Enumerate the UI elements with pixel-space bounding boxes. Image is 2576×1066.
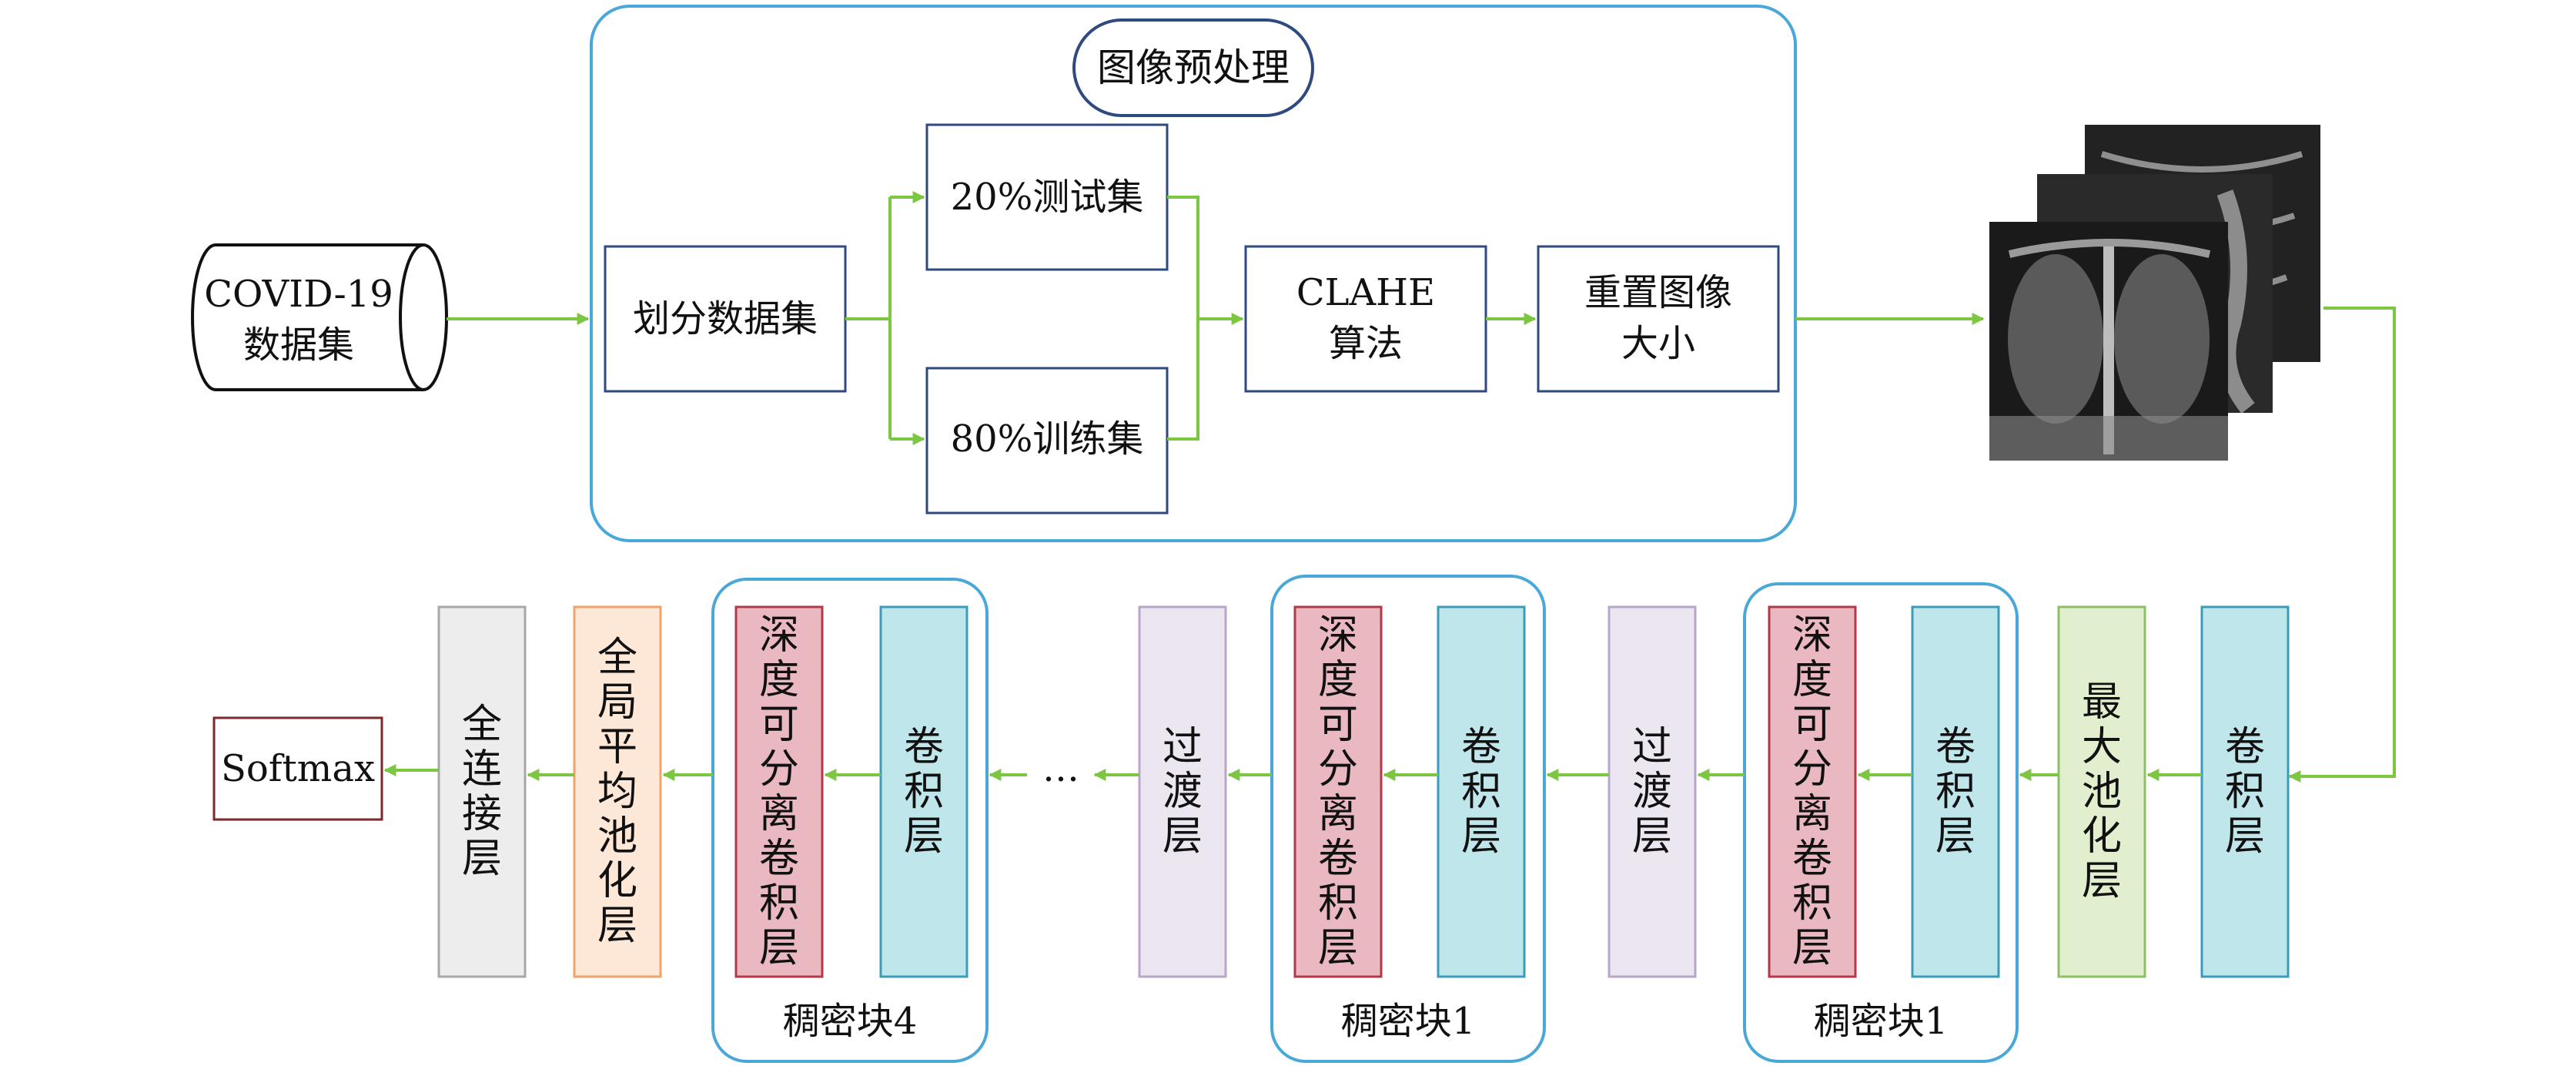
resize-label-line1: 重置图像 (1584, 271, 1732, 314)
transition-a-label: 过渡层 (1632, 724, 1672, 860)
block-c-dwconv-label: 深度可分离卷积层 (759, 612, 799, 971)
block-b-conv-bar (1437, 605, 1526, 978)
block-c-dwconv-bar (734, 605, 824, 978)
bottom-connectors (383, 764, 2202, 781)
block-c-conv-bar (879, 605, 969, 978)
block-a-conv-bar (1911, 605, 2000, 978)
clahe-label-line1: CLAHE (1296, 271, 1435, 314)
conv-first-bar (2200, 605, 2290, 978)
xray-image-stack (1989, 125, 2320, 461)
maxpool-label: 最大池化层 (2082, 679, 2122, 904)
dataset-label-line1: COVID-19 (204, 273, 393, 316)
connector-test-to-merge (1167, 196, 1199, 441)
train-set-label: 80%训练集 (951, 417, 1144, 461)
dense-block-c-container (711, 578, 989, 1063)
gap-label: 全局平均池化层 (597, 635, 637, 949)
softmax-box (212, 716, 383, 821)
softmax-label: Softmax (221, 747, 375, 790)
dataset-cylinder (191, 243, 448, 391)
split-label: 划分数据集 (633, 297, 818, 340)
split-box (604, 245, 847, 393)
preprocess-title: 图像预处理 (1097, 45, 1290, 90)
resize-box (1537, 245, 1780, 393)
block-a-dwconv-bar (1768, 605, 1857, 978)
block-a-conv-label: 卷积层 (1935, 724, 1975, 860)
preprocess-title-badge (1072, 18, 1314, 117)
dataset-label-line2: 数据集 (243, 323, 354, 367)
gap-bar (573, 605, 662, 978)
preprocess-container (590, 5, 1797, 542)
test-set-box (925, 123, 1169, 271)
test-set-label: 20%测试集 (951, 176, 1144, 219)
dense-block-c-label: 稠密块4 (783, 1000, 918, 1043)
dense-block-a-label: 稠密块1 (1814, 1000, 1949, 1043)
fc-bar (437, 605, 527, 978)
ellipsis: … (1042, 747, 1079, 790)
block-b-dwconv-label: 深度可分离卷积层 (1318, 612, 1358, 971)
transition-b-label: 过渡层 (1163, 724, 1203, 860)
conv-first-label: 卷积层 (2225, 724, 2265, 860)
dense-block-b-container (1270, 575, 1546, 1063)
fc-label: 全连接层 (462, 702, 502, 882)
clahe-label-line2: 算法 (1329, 322, 1403, 365)
transition-b-bar (1138, 605, 1227, 978)
maxpool-bar (2057, 605, 2146, 978)
block-c-conv-label: 卷积层 (904, 724, 944, 860)
top-connectors (447, 191, 1985, 445)
dense-block-a-container (1743, 582, 2019, 1063)
block-b-dwconv-bar (1293, 605, 1383, 978)
arrow-images-to-conv (2288, 307, 2396, 783)
resize-label-line2: 大小 (1621, 322, 1695, 365)
train-set-box (925, 367, 1169, 515)
dense-block-b-label: 稠密块1 (1341, 1000, 1476, 1043)
block-b-conv-label: 卷积层 (1461, 724, 1501, 860)
transition-a-bar (1607, 605, 1697, 978)
clahe-box (1244, 245, 1487, 393)
block-a-dwconv-label: 深度可分离卷积层 (1792, 612, 1832, 971)
